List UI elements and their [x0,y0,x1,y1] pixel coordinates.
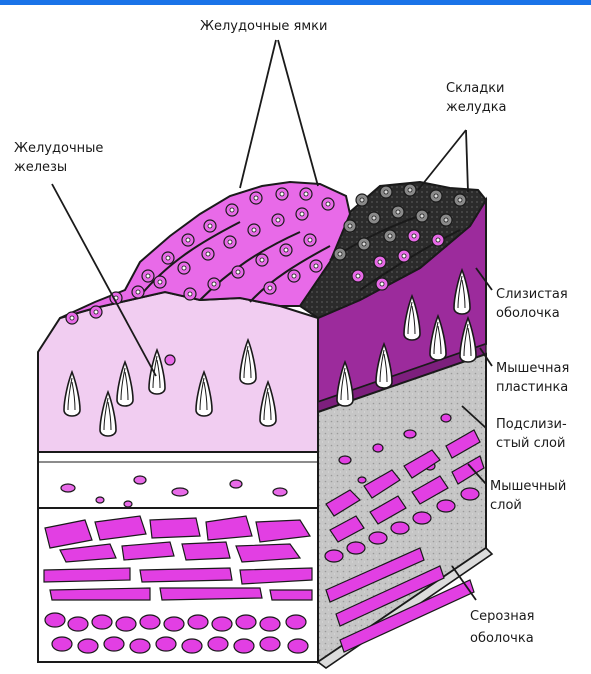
label-serosa-line2: оболочка [470,630,534,647]
pointer-gastric-pits-left [240,40,276,188]
front-face [38,292,318,662]
label-gastric-glands-line1: Желудочные [14,140,103,157]
label-submucosa-line2: стый слой [496,435,565,452]
label-gastric-folds-line2: желудка [446,99,507,116]
label-gastric-pits: Желудочные ямки [200,18,327,35]
label-muscular-layer-line1: Мышечный [490,478,566,495]
label-muscularis-mucosae-line1: Мышечная [496,360,569,377]
submucosa-front [38,452,318,508]
label-gastric-folds-line1: Складки [446,80,505,97]
pointer-folds-right [466,130,468,192]
label-mucosa-line2: оболочка [496,305,560,322]
label-mucosa-line1: Слизистая [496,286,568,303]
label-muscularis-mucosae-line2: пластинка [496,379,568,396]
label-submucosa-line1: Подслизи- [496,416,567,433]
label-gastric-glands-line2: железы [14,159,67,176]
pointer-gastric-pits-right [278,40,318,186]
label-serosa-line1: Серозная [470,608,534,625]
pointer-folds-left [418,130,466,190]
mucosa-front [38,292,318,452]
label-muscular-layer-line2: слой [490,497,522,514]
